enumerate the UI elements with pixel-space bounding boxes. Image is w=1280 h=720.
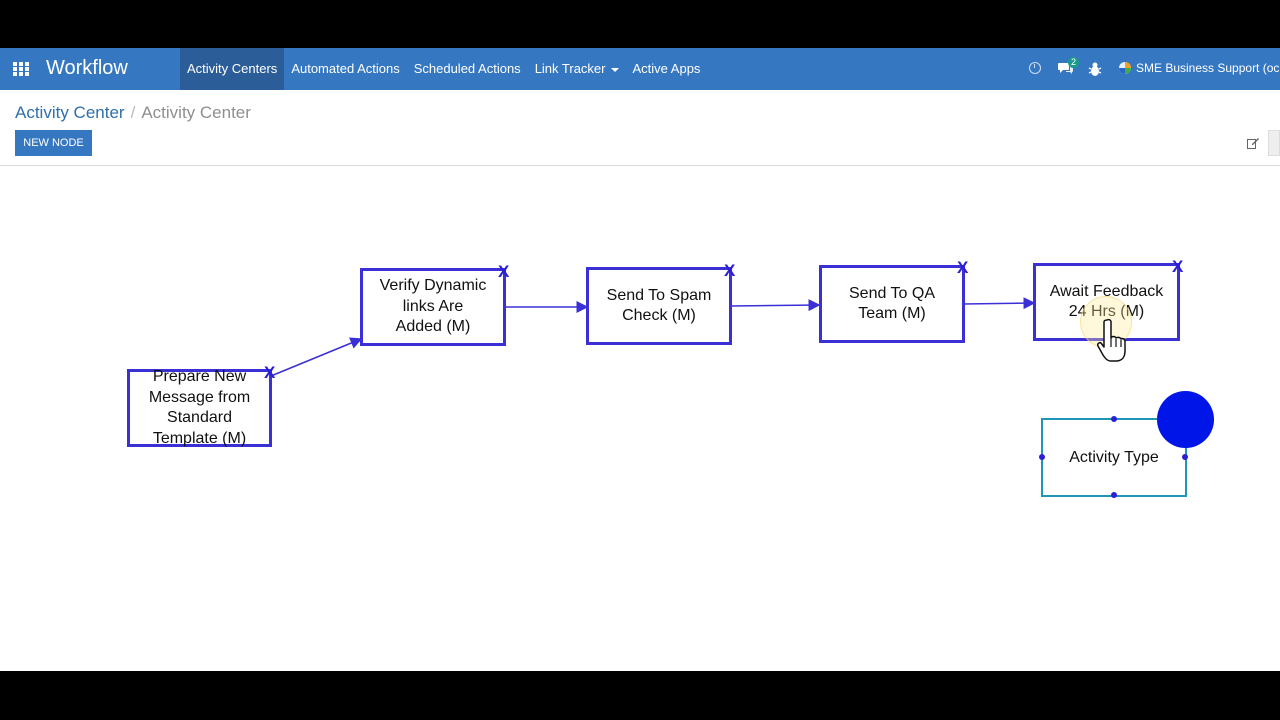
close-x-icon[interactable]: X bbox=[957, 258, 969, 277]
connection-port[interactable] bbox=[1182, 454, 1188, 460]
node-label-line: Prepare New bbox=[152, 368, 247, 385]
add-node-circle[interactable] bbox=[1157, 391, 1214, 448]
node-label: Send To Spam Check (M) bbox=[607, 286, 712, 327]
close-x-icon[interactable]: X bbox=[1172, 257, 1184, 276]
node-label: Verify Dynamic links Are Added (M) bbox=[380, 276, 487, 338]
close-x-icon[interactable]: X bbox=[264, 363, 276, 382]
bug-icon[interactable] bbox=[1088, 61, 1102, 77]
connection-port[interactable] bbox=[1111, 492, 1117, 498]
palette-label: Activity Type bbox=[1069, 448, 1159, 466]
connection-port[interactable] bbox=[1111, 416, 1117, 422]
control-panel-divider bbox=[0, 165, 1280, 166]
workflow-node[interactable]: Prepare New Message from Standard Templa… bbox=[127, 367, 272, 449]
node-label-line: links Are bbox=[402, 297, 464, 315]
breadcrumb: Activity Center / Activity Center bbox=[15, 103, 251, 123]
company-switcher[interactable]: SME Business Support (oc bbox=[1136, 61, 1280, 75]
breadcrumb-separator: / bbox=[130, 103, 136, 122]
close-x-icon[interactable]: X bbox=[498, 262, 510, 281]
menu-activity-centers[interactable]: Activity Centers bbox=[180, 48, 285, 90]
node-label-line: Check (M) bbox=[622, 307, 696, 324]
breadcrumb-parent[interactable]: Activity Center bbox=[15, 103, 125, 122]
edit-icon[interactable] bbox=[1247, 137, 1259, 149]
clock-icon[interactable] bbox=[1029, 62, 1041, 74]
panel-toggle-button[interactable] bbox=[1268, 130, 1280, 156]
connections-layer bbox=[270, 297, 1036, 377]
app-window: Workflow Activity Centers Automated Acti… bbox=[0, 48, 1280, 671]
close-x-icon[interactable]: X bbox=[724, 261, 736, 280]
apps-grid-icon[interactable] bbox=[13, 62, 29, 76]
top-navbar: Workflow Activity Centers Automated Acti… bbox=[0, 48, 1280, 90]
app-brand[interactable]: Workflow bbox=[46, 57, 128, 79]
node-label-line: Await Feedback bbox=[1049, 282, 1164, 300]
company-logo-icon bbox=[1119, 62, 1131, 74]
node-label-line: Verify Dynamic bbox=[379, 277, 487, 295]
workflow-canvas[interactable]: Prepare New Message from Standard Templa… bbox=[0, 166, 1280, 671]
node-label-line: Template (M) bbox=[152, 429, 247, 447]
chevron-down-icon bbox=[610, 67, 619, 72]
main-menu: Activity Centers Automated Actions Sched… bbox=[180, 48, 707, 90]
connection-arrow[interactable] bbox=[730, 299, 821, 312]
node-label-line: Standard bbox=[167, 409, 232, 426]
menu-link-tracker[interactable]: Link Tracker bbox=[528, 48, 626, 90]
hand-cursor-icon bbox=[1097, 318, 1126, 362]
node-label-line: Team (M) bbox=[858, 305, 926, 322]
workflow-node[interactable]: Send To QA Team (M) bbox=[819, 265, 965, 343]
menu-link-tracker-label: Link Tracker bbox=[534, 61, 606, 76]
messages-badge: 2 bbox=[1068, 57, 1080, 68]
workflow-node[interactable]: Verify Dynamic links Are Added (M) bbox=[360, 268, 506, 346]
node-label-line: Added (M) bbox=[395, 318, 471, 336]
node-label: Prepare New Message from Standard Templa… bbox=[149, 367, 250, 449]
node-label: Send To QA Team (M) bbox=[849, 284, 935, 325]
node-label-line: Message from bbox=[148, 388, 251, 406]
workflow-node[interactable]: Send To Spam Check (M) bbox=[586, 267, 732, 345]
menu-automated-actions[interactable]: Automated Actions bbox=[291, 61, 400, 76]
connection-arrow[interactable] bbox=[270, 337, 363, 377]
connection-port[interactable] bbox=[1039, 454, 1045, 460]
connection-arrow[interactable] bbox=[962, 297, 1036, 310]
new-node-button[interactable]: NEW NODE bbox=[15, 130, 92, 156]
node-label-line: Send To Spam bbox=[606, 286, 712, 304]
node-label-line: Send To QA bbox=[849, 284, 935, 302]
breadcrumb-current: Activity Center bbox=[141, 103, 251, 122]
menu-active-apps[interactable]: Active Apps bbox=[632, 61, 701, 76]
menu-scheduled-actions[interactable]: Scheduled Actions bbox=[413, 61, 521, 76]
